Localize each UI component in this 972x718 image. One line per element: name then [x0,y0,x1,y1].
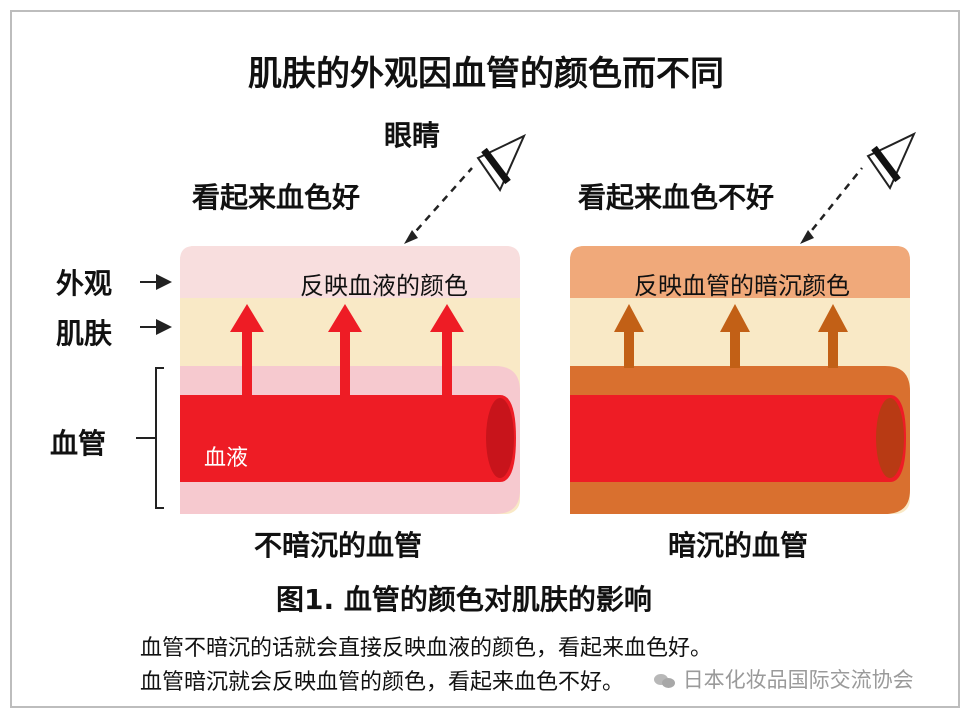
right-up-arrow-1 [614,304,644,368]
left-eye-icon [476,133,527,193]
watermark: 日本化妆品国际交流协会 [654,664,914,694]
left-heading: 看起来血色好 [192,181,361,214]
right-caption: 暗沉的血管 [668,529,809,562]
figure-caption: 图1. 血管的颜色对肌肤的影响 [276,583,652,616]
right-heading: 看起来血色不好 [578,181,775,214]
vessel-bracket [136,367,164,509]
appearance-label: 外观 [56,267,113,300]
note-line-1: 血管不暗沉的话就会直接反映血液的颜色，看起来血色好。 [140,636,713,661]
vessel-label: 血管 [50,427,107,460]
left-sight-line [404,167,473,244]
left-caption: 不暗沉的血管 [254,529,423,562]
right-skin-panel [570,246,910,514]
wechat-icon [654,672,676,690]
figure-frame [10,10,960,708]
figure-title: 肌肤的外观因血管的颜色而不同 [248,54,724,94]
right-eye-icon [866,131,917,191]
right-inner-text: 反映血管的暗沉颜色 [634,272,850,300]
left-up-arrow-3 [430,304,464,396]
eye-label: 眼睛 [384,119,441,152]
blood-label: 血液 [204,446,249,471]
left-up-arrow-1 [230,304,264,396]
note-line-2: 血管暗沉就会反映血管的颜色，看起来血色不好。 [140,670,625,695]
right-up-arrow-2 [720,304,750,368]
left-up-arrow-2 [328,304,362,396]
left-inner-text: 反映血液的颜色 [300,272,468,300]
right-sight-line [800,167,863,244]
watermark-text: 日本化妆品国际交流协会 [682,668,914,692]
skin-label: 肌肤 [56,317,113,350]
right-up-arrow-3 [818,304,848,368]
